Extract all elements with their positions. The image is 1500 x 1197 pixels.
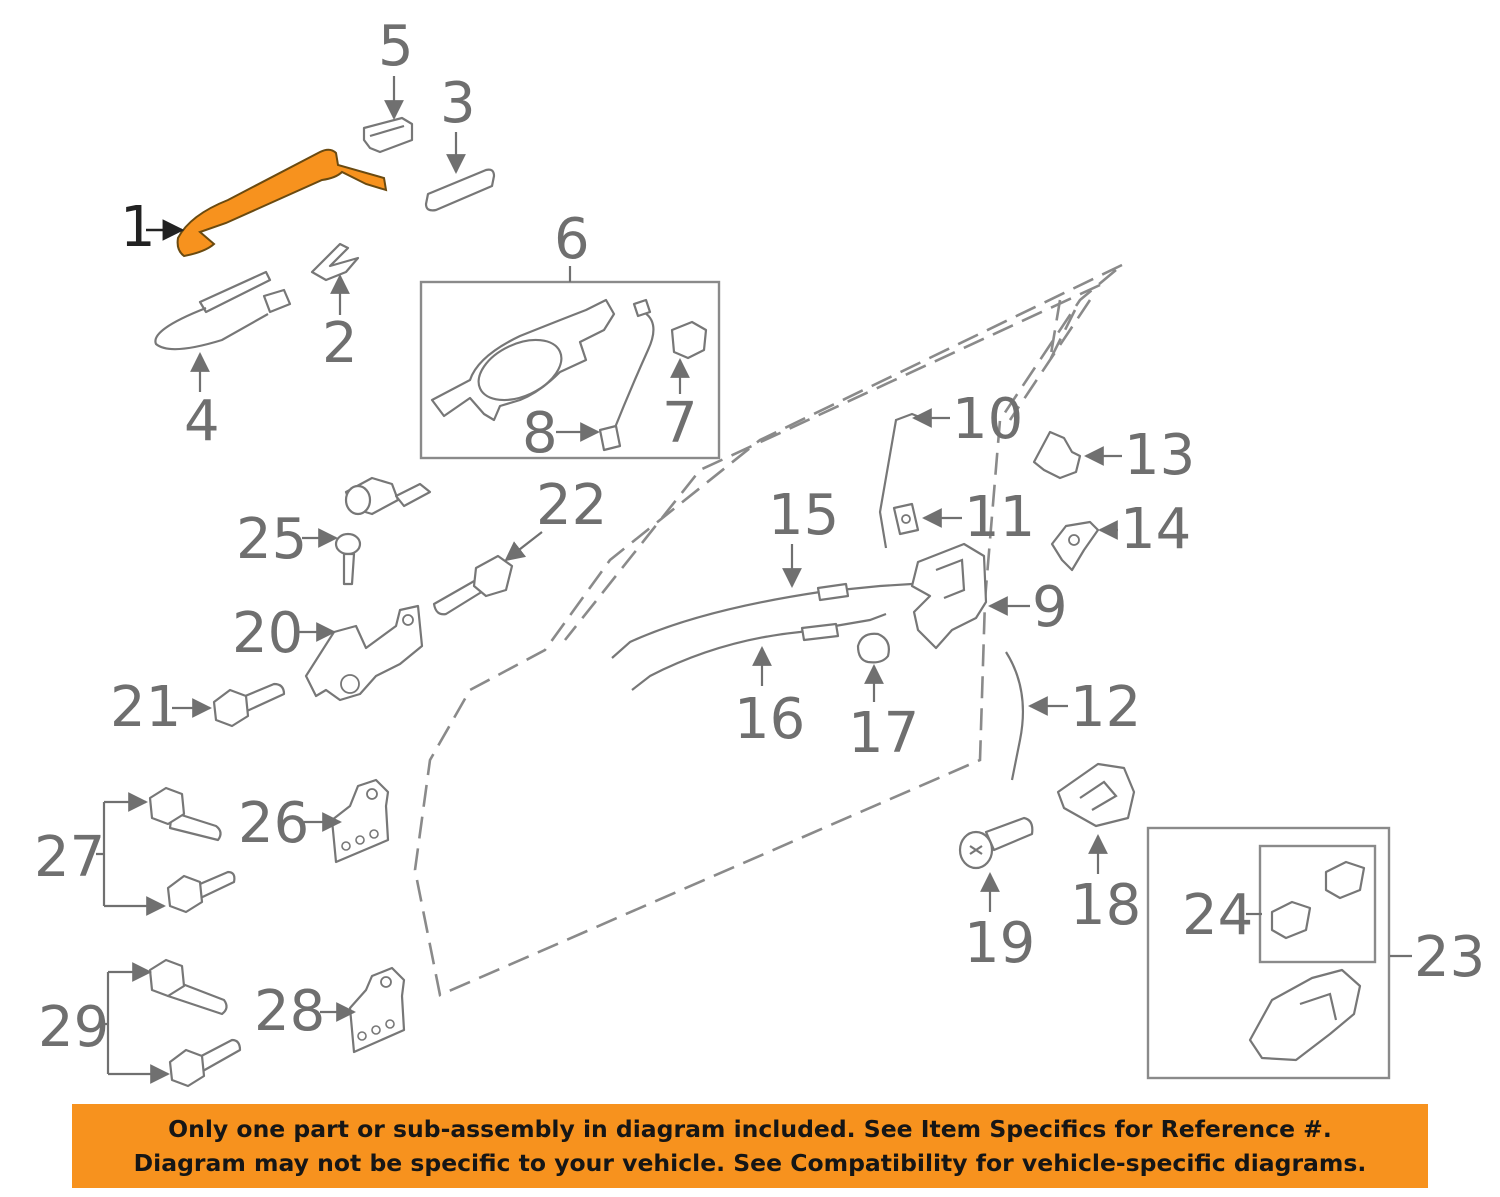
part-18-striker[interactable] — [1056, 762, 1136, 828]
callout-1-label: 1 — [120, 195, 156, 260]
disclaimer-line-2: Diagram may not be specific to your vehi… — [133, 1149, 1367, 1177]
part-2-clip[interactable] — [310, 242, 360, 282]
callout-23: 23 — [1390, 925, 1485, 990]
callout-24: 24 — [1182, 883, 1262, 948]
svg-text:26: 26 — [238, 791, 309, 856]
part-6-handle-base[interactable] — [430, 298, 616, 422]
part-16-cable[interactable] — [631, 612, 887, 691]
part-27-bolts[interactable] — [148, 786, 236, 914]
svg-text:8: 8 — [522, 401, 558, 466]
svg-text:22: 22 — [536, 473, 607, 538]
svg-text:13: 13 — [1124, 423, 1195, 488]
disclaimer-banner: Only one part or sub-assembly in diagram… — [72, 1104, 1428, 1188]
callout-26: 26 — [238, 791, 342, 856]
callout-4: 4 — [184, 352, 220, 454]
svg-text:19: 19 — [964, 911, 1035, 976]
part-1-outside-handle[interactable] — [176, 148, 388, 258]
part-28-hinge[interactable] — [348, 966, 406, 1054]
part-9-door-latch[interactable] — [910, 542, 988, 650]
part-23-actuator[interactable] — [1248, 968, 1362, 1062]
callout-29: 29 — [38, 962, 170, 1084]
callout-1: 1 — [120, 195, 185, 260]
callout-10: 10 — [912, 387, 1023, 452]
part-15-cable[interactable] — [611, 582, 913, 659]
part-26-hinge[interactable] — [330, 778, 390, 864]
callout-16: 16 — [734, 646, 805, 752]
callout-8: 8 — [522, 401, 600, 466]
svg-text:10: 10 — [952, 387, 1023, 452]
callout-20: 20 — [232, 601, 336, 666]
svg-text:25: 25 — [236, 507, 307, 572]
svg-text:14: 14 — [1120, 497, 1191, 562]
callout-28: 28 — [254, 979, 356, 1044]
svg-text:2: 2 — [322, 311, 358, 376]
callout-21: 21 — [110, 675, 212, 740]
svg-text:16: 16 — [734, 687, 805, 752]
svg-text:18: 18 — [1070, 873, 1141, 938]
svg-text:28: 28 — [254, 979, 325, 1044]
callout-22: 22 — [504, 473, 607, 562]
callout-5: 5 — [378, 14, 414, 120]
part-8-wire[interactable] — [598, 298, 655, 452]
part-5-cap[interactable] — [362, 116, 414, 154]
part-4-handle-cable[interactable] — [154, 270, 292, 351]
part-29-bolts[interactable] — [148, 958, 242, 1088]
part-14-bracket[interactable] — [1050, 520, 1100, 572]
callout-3: 3 — [440, 71, 476, 174]
part-13-bracket[interactable] — [1032, 430, 1082, 480]
kit-23-box — [1146, 826, 1391, 1080]
callout-27: 27 — [34, 792, 166, 916]
callout-7: 7 — [662, 358, 698, 456]
door-outline — [413, 263, 1123, 997]
part-25-lock-cylinder[interactable] — [334, 476, 432, 586]
svg-text:11: 11 — [964, 485, 1035, 550]
callout-12: 12 — [1028, 675, 1141, 740]
callout-25: 25 — [236, 507, 338, 572]
callout-17: 17 — [848, 664, 919, 766]
callout-13: 13 — [1084, 423, 1195, 488]
callout-19: 19 — [964, 872, 1035, 976]
svg-text:9: 9 — [1032, 575, 1068, 640]
callout-9: 9 — [988, 575, 1068, 640]
part-7-connector[interactable] — [670, 320, 708, 360]
callout-6: 6 — [554, 207, 590, 282]
part-19-screw[interactable] — [958, 816, 1034, 870]
svg-text:17: 17 — [848, 701, 919, 766]
svg-text:5: 5 — [378, 14, 414, 79]
svg-text:21: 21 — [110, 675, 181, 740]
svg-text:15: 15 — [768, 483, 839, 548]
svg-text:7: 7 — [662, 391, 698, 456]
svg-text:6: 6 — [554, 207, 590, 272]
callout-11: 11 — [922, 485, 1035, 550]
part-12-seal[interactable] — [1005, 651, 1025, 781]
callout-18: 18 — [1070, 834, 1141, 938]
part-24-connectors[interactable] — [1270, 860, 1366, 940]
svg-text:4: 4 — [184, 389, 220, 454]
part-21-bolt[interactable] — [212, 682, 286, 728]
svg-text:20: 20 — [232, 601, 303, 666]
part-20-door-check[interactable] — [304, 604, 424, 702]
svg-text:27: 27 — [34, 825, 105, 890]
part-3-cover[interactable] — [424, 168, 496, 212]
part-11-clip[interactable] — [892, 502, 920, 536]
part-22-bolt[interactable] — [432, 554, 514, 616]
svg-text:23: 23 — [1414, 925, 1485, 990]
callout-14: 14 — [1098, 497, 1191, 562]
svg-text:24: 24 — [1182, 883, 1253, 948]
svg-text:12: 12 — [1070, 675, 1141, 740]
callout-2: 2 — [322, 274, 358, 376]
svg-text:3: 3 — [440, 71, 476, 136]
disclaimer-line-1: Only one part or sub-assembly in diagram… — [168, 1115, 1332, 1143]
callout-15: 15 — [768, 483, 839, 588]
svg-text:29: 29 — [38, 995, 109, 1060]
part-17-bumper[interactable] — [856, 632, 890, 664]
